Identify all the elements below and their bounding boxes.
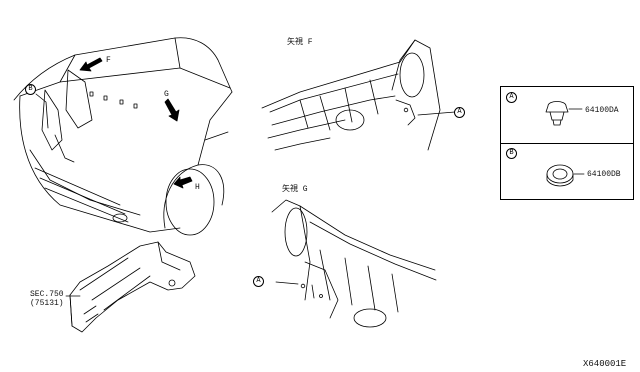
callout-a-view-f: A bbox=[454, 107, 465, 118]
view-g-title: 矢視 G bbox=[282, 185, 308, 194]
legend-key-a: A bbox=[506, 92, 517, 103]
arrow-g-icon bbox=[164, 98, 180, 122]
view-g-illustration bbox=[271, 199, 437, 328]
part-number-64100da: 64100DA bbox=[585, 106, 619, 115]
parts-legend-table: A 64100DA B 64100DB bbox=[500, 86, 634, 200]
legend-row-b: B 64100DB bbox=[501, 143, 633, 199]
fender-protector-illustration bbox=[69, 241, 196, 333]
view-label-g: G bbox=[164, 90, 169, 99]
section-ref-line2: (75131) bbox=[30, 299, 64, 308]
view-arrows bbox=[79, 57, 193, 189]
legend-clip-shapes bbox=[545, 101, 574, 187]
diagram-id: X640001E bbox=[583, 359, 627, 369]
arrow-f-icon bbox=[79, 57, 103, 72]
view-f-illustration bbox=[261, 39, 456, 151]
part-number-64100db: 64100DB bbox=[587, 170, 621, 179]
view-f-title: 矢視 F bbox=[287, 38, 313, 47]
vehicle-front-illustration bbox=[13, 37, 233, 236]
clip-a-icon bbox=[545, 101, 569, 113]
legend-key-b: B bbox=[506, 148, 517, 159]
view-label-h: H bbox=[195, 183, 200, 192]
callout-b-vehicle: B bbox=[25, 84, 36, 95]
legend-row-a: A 64100DA bbox=[501, 87, 633, 144]
arrow-h-icon bbox=[173, 176, 193, 189]
callout-a-view-g: A bbox=[253, 276, 264, 287]
view-label-f: F bbox=[106, 56, 111, 65]
leader-b bbox=[35, 93, 49, 129]
section-ref-line1: SEC.750 bbox=[30, 290, 64, 299]
